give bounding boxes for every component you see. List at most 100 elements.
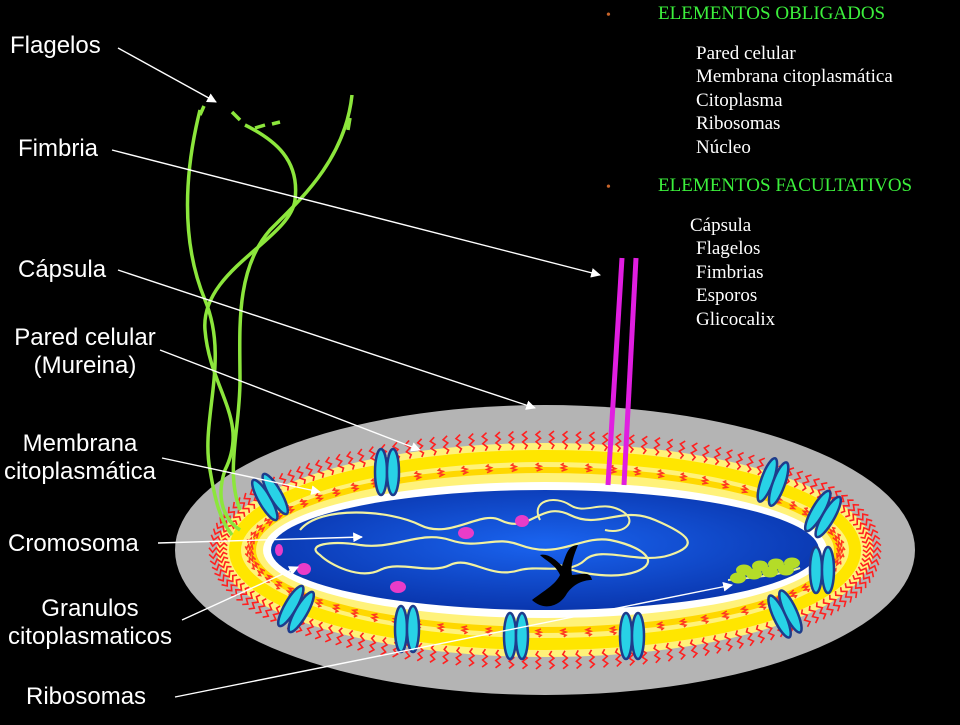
lipid-tail xyxy=(208,551,228,560)
lipid-tail xyxy=(835,539,845,549)
lipid-tail xyxy=(735,630,745,649)
lipid-tail xyxy=(436,467,446,478)
lipid-tail xyxy=(481,648,489,668)
leader-ribosomas xyxy=(174,581,733,698)
lipid-tail xyxy=(836,545,846,555)
lipid-tail xyxy=(712,635,722,654)
ribosome xyxy=(784,557,800,569)
lipid-tail xyxy=(380,636,389,656)
lipid-tail xyxy=(345,451,355,470)
ribosomes xyxy=(730,557,800,584)
label-membrana: Membrana citoplasmática xyxy=(0,430,165,486)
chromosome-loop xyxy=(536,499,631,532)
lipid-tail xyxy=(720,479,731,489)
list-item: Ribosomas xyxy=(696,113,781,134)
lipid-tail xyxy=(369,613,380,623)
lipid-tail xyxy=(454,434,463,454)
lipid-tail xyxy=(756,457,766,476)
lipid-tail xyxy=(608,625,618,636)
lipid-tail xyxy=(481,432,489,452)
lipid-tail xyxy=(690,442,698,462)
flagellum-tip xyxy=(198,105,206,116)
lipid-tail xyxy=(755,624,766,644)
lipid-tail xyxy=(335,453,345,473)
lipid-tail xyxy=(745,627,755,647)
lipid-tail xyxy=(429,644,437,663)
list-item: Flagelos xyxy=(696,238,761,259)
flagellum-3 xyxy=(231,94,354,511)
lipid-tail xyxy=(236,586,250,601)
lipid-tail xyxy=(757,600,767,611)
lipid-tail xyxy=(350,482,360,492)
lipid-tail xyxy=(225,578,241,592)
membrane-protein xyxy=(767,589,803,639)
flagellum-tip xyxy=(346,117,352,131)
obligados-section: • ELEMENTOS OBLIGADOS Pared celular Memb… xyxy=(606,2,956,159)
ribosome xyxy=(752,560,768,572)
ribosome xyxy=(736,564,752,576)
lipid-tail xyxy=(324,624,334,643)
membrane-proteins xyxy=(250,447,843,661)
lipid-tail xyxy=(441,435,450,455)
lipid-tail xyxy=(278,472,290,491)
lipid-tail xyxy=(521,430,529,450)
list-item: Núcleo xyxy=(696,136,751,158)
label-fimbria: Fimbria xyxy=(18,135,99,162)
lipid-tail xyxy=(678,618,688,628)
lipid-tail xyxy=(264,574,273,583)
obligados-list: Pared celular Membrana citoplasmática Ci… xyxy=(696,42,956,160)
lipid-tail xyxy=(845,503,860,518)
bullet-icon: • xyxy=(606,180,611,195)
lipid-tail xyxy=(242,590,255,606)
lipid-tail xyxy=(209,556,229,566)
lipid-tail xyxy=(467,433,476,453)
lipid-tail xyxy=(588,431,596,451)
lipid-tail xyxy=(460,465,470,476)
lipid-tail xyxy=(788,501,798,510)
lipid-tail xyxy=(862,551,881,560)
lipid-tail xyxy=(689,639,699,659)
lipid-tail xyxy=(214,565,232,577)
lipid-tail xyxy=(357,448,366,468)
lipid-tail xyxy=(735,451,744,471)
lipid-tail xyxy=(653,644,661,664)
flagellum-tip xyxy=(230,110,242,122)
lipid-tail xyxy=(251,560,260,571)
label-membrana-line1: Membrana xyxy=(22,430,138,457)
lipid-tail xyxy=(678,440,686,460)
list-item: Membrana citoplasmática xyxy=(696,66,893,87)
flagellum-2 xyxy=(203,123,298,532)
lipid-tail xyxy=(827,526,837,537)
lipid-tail xyxy=(484,626,494,637)
lipid-tail xyxy=(739,605,750,616)
lipid-tail xyxy=(559,462,569,472)
lipid-tail xyxy=(324,456,335,476)
lipid-tail xyxy=(484,463,494,474)
membrane-protein xyxy=(803,489,843,539)
lipid-tail xyxy=(221,574,238,587)
leader-capsula xyxy=(117,269,536,410)
facultativos-list: Cápsula Flagelos Fimbrias Esporos Glicoc… xyxy=(690,214,960,332)
lipid-tail xyxy=(248,594,261,610)
granule xyxy=(275,544,283,556)
leader-fimbria xyxy=(111,149,601,278)
lipid-tail xyxy=(678,472,689,482)
label-granulos: Granulos citoplasmaticos xyxy=(0,595,185,651)
lipid-tail xyxy=(829,594,841,612)
lipid-tail xyxy=(217,570,234,582)
granule xyxy=(515,515,529,527)
lipid-tail xyxy=(455,646,463,666)
lipid-tail xyxy=(861,534,881,544)
lipid-tail xyxy=(534,462,544,472)
lipid-tail xyxy=(575,430,583,451)
label-capsula: Cápsula xyxy=(18,256,107,283)
list-item: Cápsula xyxy=(690,214,752,236)
lipid-tail xyxy=(256,567,266,577)
lipid-tail xyxy=(788,589,798,599)
membrane-protein xyxy=(373,447,401,497)
lipid-tail xyxy=(494,649,502,669)
lipid-tail xyxy=(601,432,609,452)
fimbria-left xyxy=(605,257,625,486)
lipid-tail xyxy=(856,518,873,530)
